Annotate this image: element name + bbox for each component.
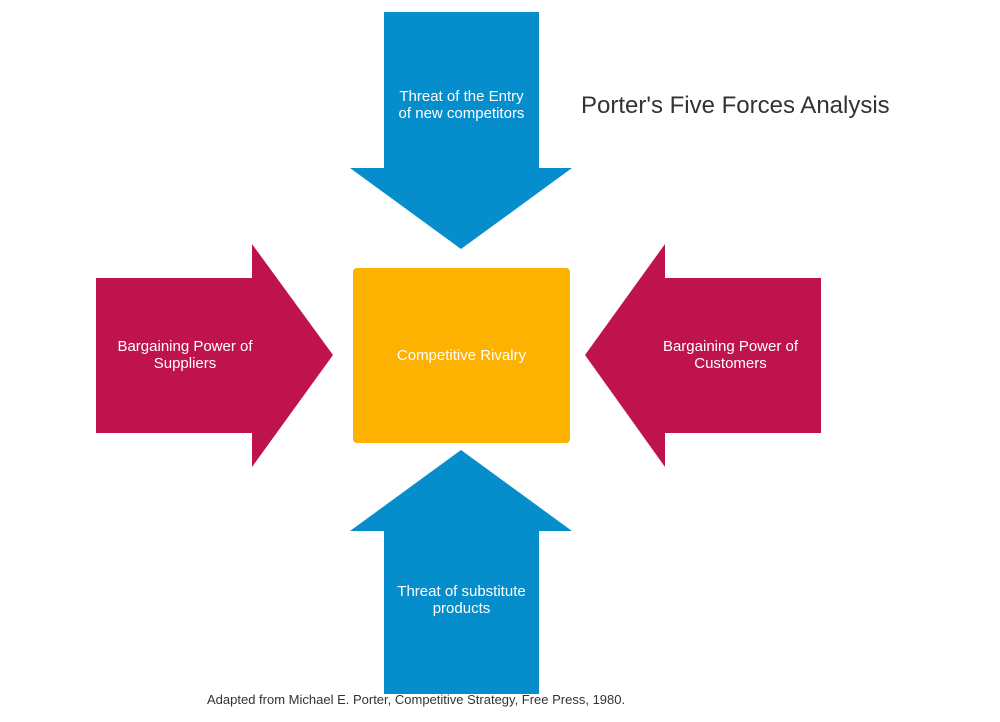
threat-substitutes-arrow-shape xyxy=(350,450,572,694)
competitive-rivalry-label: Competitive Rivalry xyxy=(396,347,527,364)
supplier-power-label: Bargaining Power of Suppliers xyxy=(117,338,253,372)
customer-power-label: Bargaining Power of Customers xyxy=(662,338,799,372)
threat-new-entrants-arrow-shape xyxy=(350,12,572,249)
source-citation: Adapted from Michael E. Porter, Competit… xyxy=(207,692,626,707)
competitive-rivalry-box: Competitive Rivalry xyxy=(353,268,570,443)
diagram-title: Porter's Five Forces Analysis xyxy=(581,92,890,119)
threat-new-entrants-label: Threat of the Entry of new competitors xyxy=(398,88,525,122)
supplier-power-arrow-shape xyxy=(96,244,333,467)
customer-power-arrow-shape xyxy=(585,244,821,467)
threat-substitutes-label: Threat of substitute products xyxy=(397,583,526,617)
